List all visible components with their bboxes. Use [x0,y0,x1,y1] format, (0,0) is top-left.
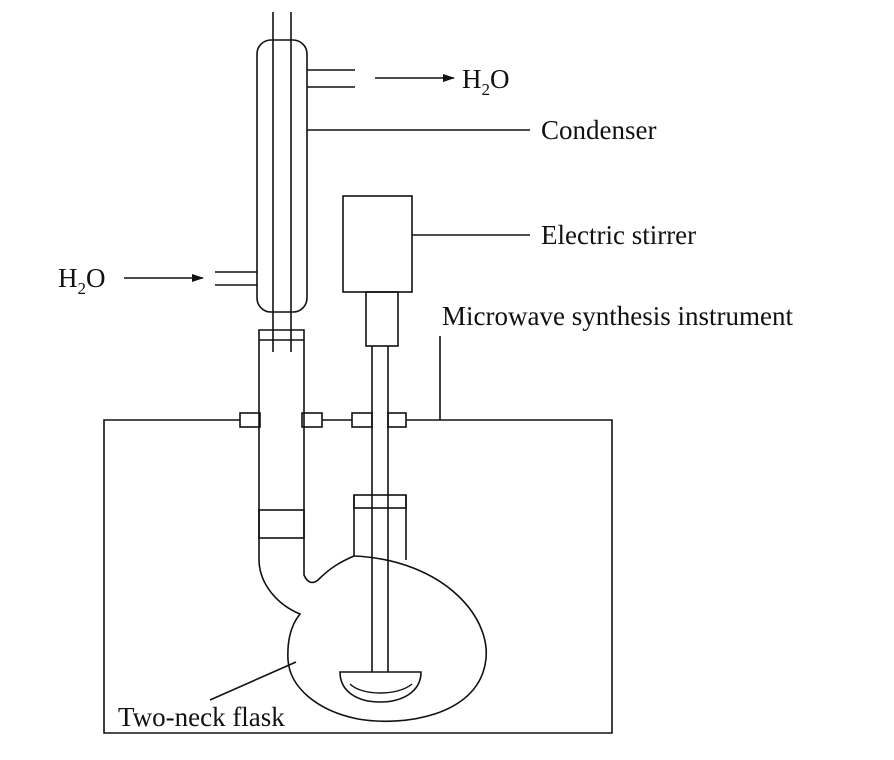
condenser-label: Condenser [541,115,656,145]
stirrer-label: Electric stirrer [541,220,696,250]
flask-label: Two-neck flask [118,702,285,732]
condenser [215,12,355,352]
water-out-label: H2O [462,64,510,99]
two-neck-flask [258,329,488,723]
microwave-instrument-box [103,412,613,734]
flask-leader-line [209,661,297,701]
electric-stirrer [339,195,422,703]
instrument-label: Microwave synthesis instrument [442,301,793,331]
water-in-label: H2O [58,263,106,298]
